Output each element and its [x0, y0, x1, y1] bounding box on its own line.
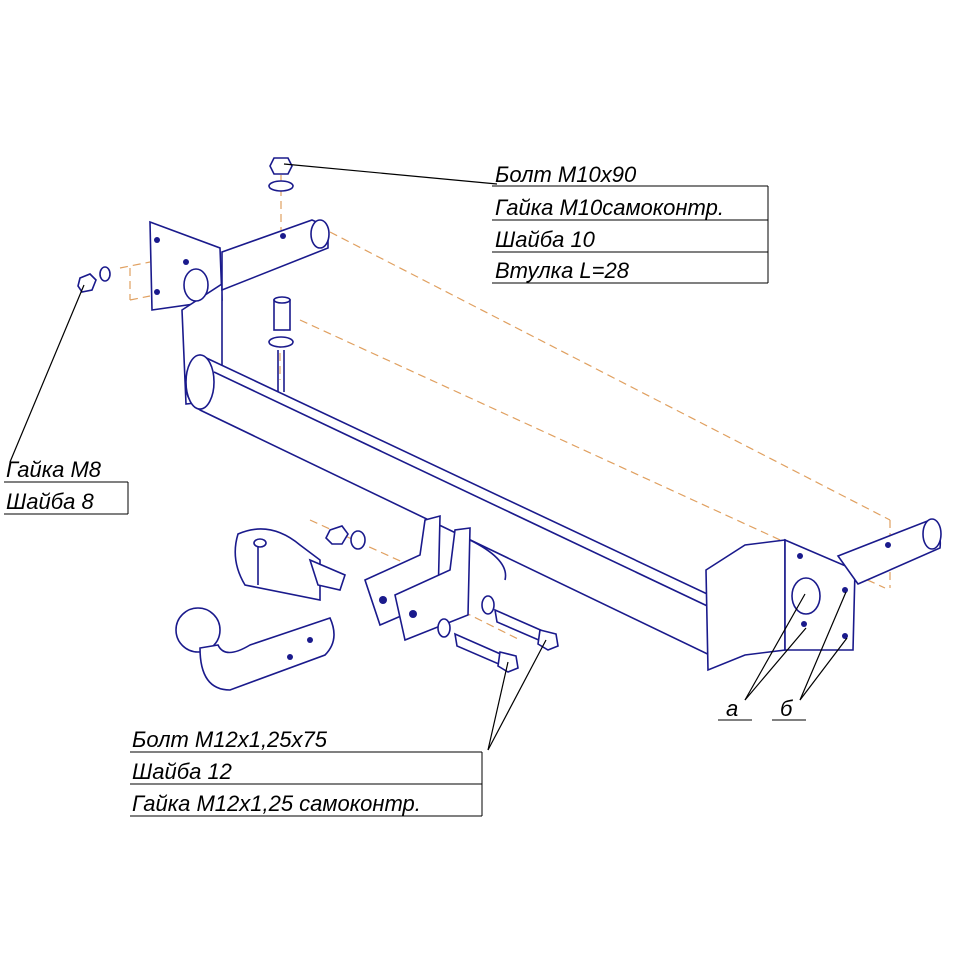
- right-mounting-plate: [705, 538, 856, 672]
- central-bracket: [364, 514, 507, 642]
- mark-b: б: [780, 696, 794, 721]
- callout-washer-10: Шайба 10: [495, 227, 596, 252]
- callout-top-right: Болт М10х90 Гайка М10самоконтр. Шайба 10…: [492, 162, 769, 284]
- main-crossbar-tube: [184, 354, 721, 662]
- leader-lines: [9, 163, 848, 751]
- callout-bottom: Болт М12х1,25х75 Шайба 12 Гайка М12х1,25…: [130, 727, 483, 817]
- right-side-tube: [836, 518, 942, 585]
- socket-bracket: [234, 528, 346, 601]
- callout-bolt-m12: Болт М12х1,25х75: [132, 727, 328, 752]
- hole-marks: а б: [718, 696, 806, 721]
- tow-ball: [175, 607, 335, 691]
- fasteners: [77, 157, 559, 673]
- callout-bolt-m10: Болт М10х90: [495, 162, 637, 187]
- callout-nut-m12: Гайка М12х1,25 самоконтр.: [132, 791, 421, 816]
- callout-sleeve: Втулка L=28: [495, 258, 630, 283]
- callout-left: Гайка М8 Шайба 8: [4, 457, 129, 515]
- mark-a: а: [726, 696, 738, 721]
- callout-washer-8: Шайба 8: [6, 489, 94, 514]
- left-side-tube: [221, 219, 330, 292]
- callout-nut-m8: Гайка М8: [6, 457, 102, 482]
- callout-nut-m10: Гайка М10самоконтр.: [495, 195, 724, 220]
- callout-washer-12: Шайба 12: [132, 759, 232, 784]
